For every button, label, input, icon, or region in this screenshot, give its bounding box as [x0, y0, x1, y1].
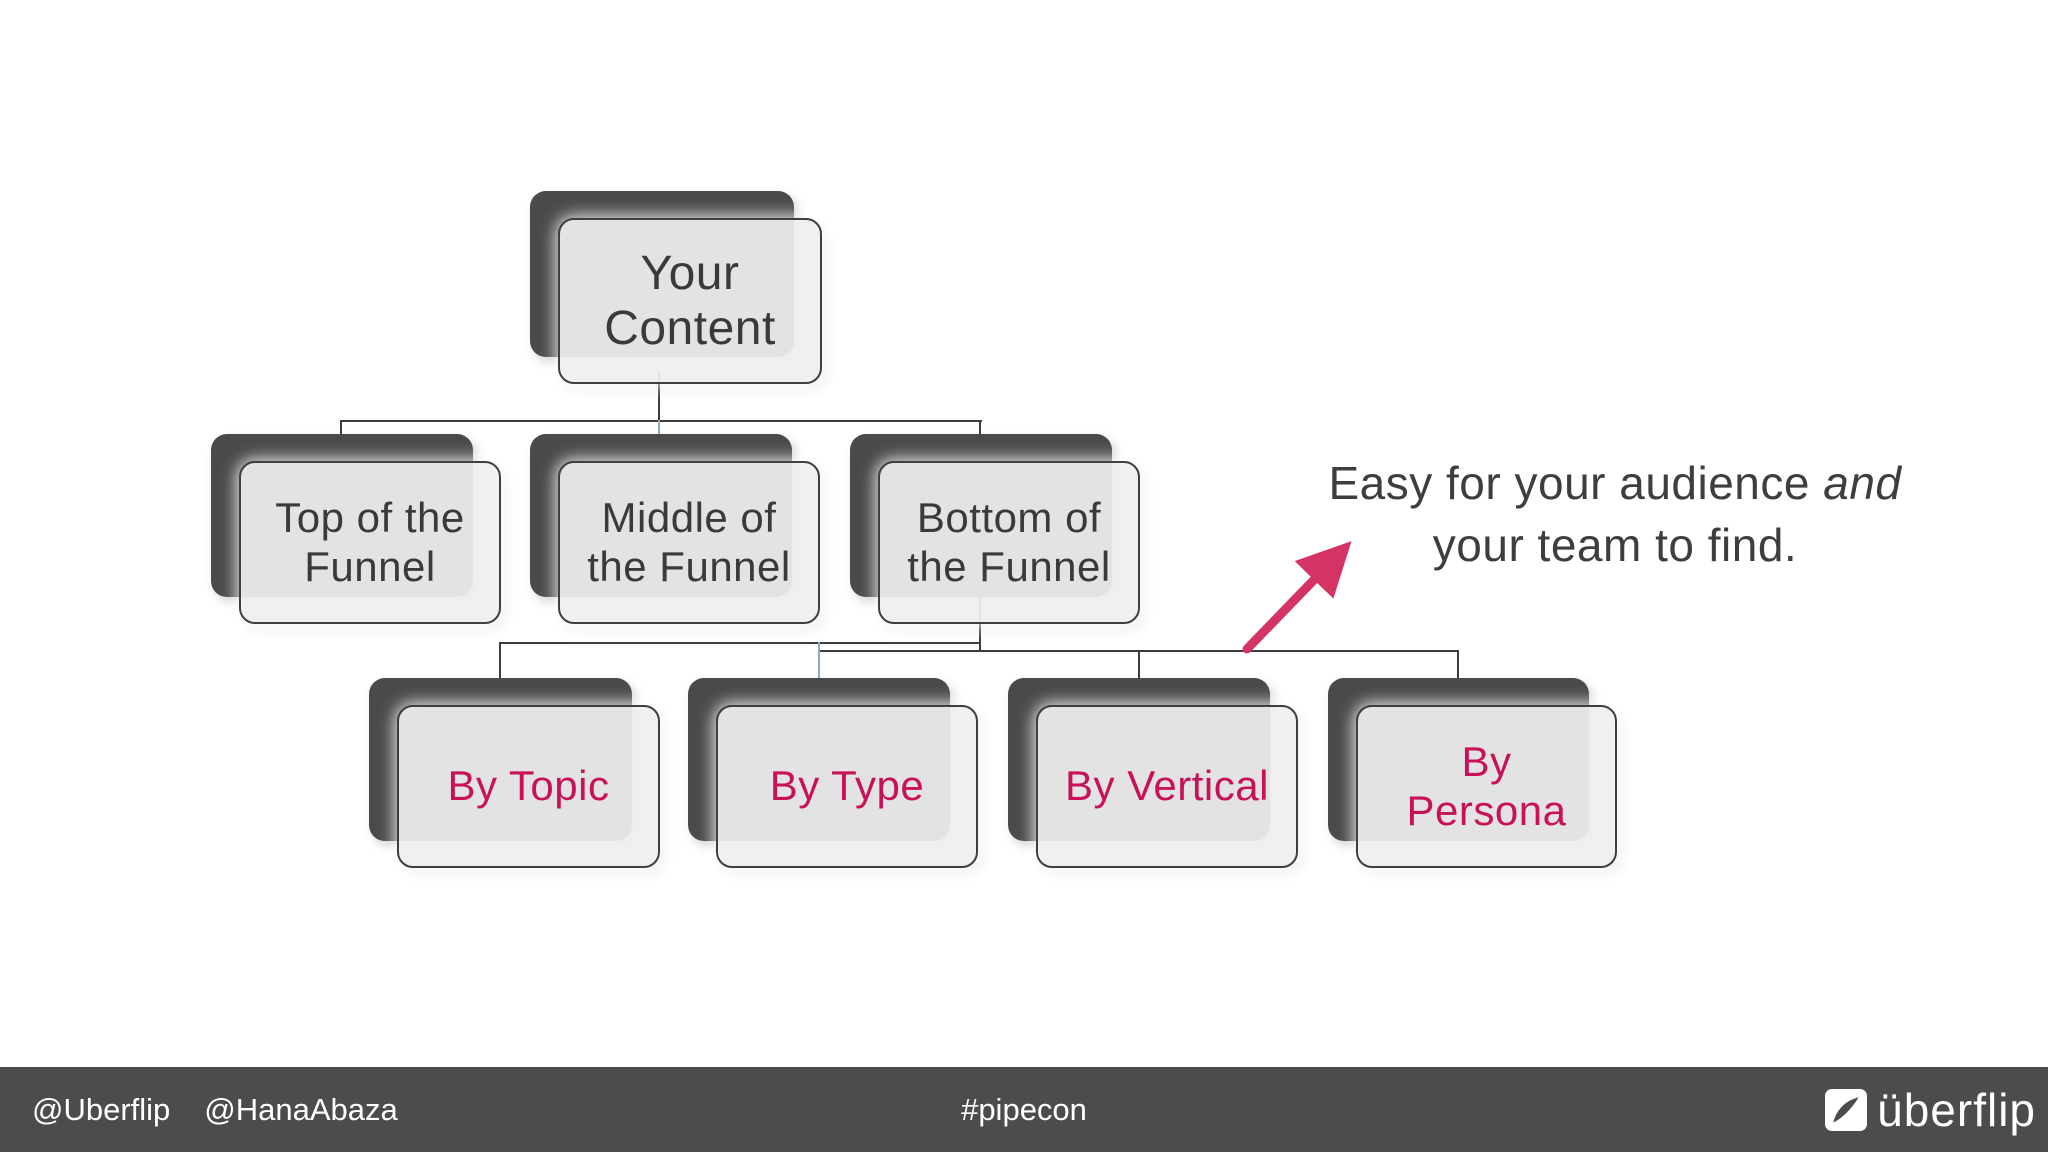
node-card: By Persona [1356, 705, 1617, 868]
node-label: Bottom of the Funnel [907, 494, 1111, 590]
twitter-handle-hanaabaza: @HanaAbaza [204, 1091, 398, 1127]
annotation-line-1: Easy for your audience and [1270, 452, 1960, 514]
node-middle-of-funnel: Middle of the Funnel [530, 434, 820, 624]
footer-handles: @Uberflip @HanaAbaza [32, 1092, 398, 1128]
node-card: By Type [716, 705, 978, 868]
annotation-italic: and [1823, 457, 1902, 509]
connector-root-drop [658, 372, 660, 422]
node-top-of-funnel: Top of the Funnel [211, 434, 501, 624]
connector-level2-bus [340, 420, 982, 422]
connector-by-vertical-drop [1138, 650, 1140, 679]
uberflip-logo-icon [1825, 1088, 1868, 1131]
connector-by-topic-drop [499, 642, 501, 679]
node-your-content: Your Content [530, 191, 822, 384]
node-by-vertical: By Vertical [1008, 678, 1298, 868]
uberflip-logo: überflip [1825, 1083, 2036, 1137]
node-label: By Vertical [1065, 762, 1269, 810]
twitter-handle-uberflip: @Uberflip [32, 1091, 171, 1127]
node-label: Your Content [604, 246, 776, 355]
uberflip-logo-text: überflip [1877, 1083, 2036, 1136]
footer-bar: @Uberflip @HanaAbaza #pipecon überflip [0, 1067, 2048, 1152]
annotation-line-2: your team to find. [1432, 519, 1798, 571]
node-card: Middle of the Funnel [558, 461, 820, 624]
annotation-text: Easy for your audience and your team to … [1270, 452, 1960, 576]
node-bottom-of-funnel: Bottom of the Funnel [850, 434, 1140, 624]
node-card: By Vertical [1036, 705, 1298, 868]
node-label: By Type [769, 762, 925, 810]
node-label: Top of the Funnel [275, 494, 465, 590]
node-label: By Persona [1406, 738, 1567, 834]
node-card: Your Content [558, 218, 822, 384]
connector-top-funnel-drop [340, 420, 342, 437]
connector-middle-funnel-drop [658, 420, 660, 436]
arrow-icon [1242, 541, 1352, 654]
annotation-regular: Easy for your audience [1328, 457, 1824, 509]
node-by-type: By Type [688, 678, 978, 868]
node-label: By Topic [447, 762, 610, 810]
node-card: Top of the Funnel [239, 461, 501, 624]
node-card: Bottom of the Funnel [878, 461, 1140, 624]
node-by-topic: By Topic [369, 678, 660, 868]
connector-level3-bus-left [499, 642, 981, 644]
node-by-persona: By Persona [1328, 678, 1617, 868]
node-label: Middle of the Funnel [587, 494, 791, 590]
event-hashtag: #pipecon [961, 1091, 1087, 1127]
connector-by-persona-drop [1457, 650, 1459, 679]
node-card: By Topic [397, 705, 660, 868]
connector-by-type-drop [818, 642, 820, 679]
